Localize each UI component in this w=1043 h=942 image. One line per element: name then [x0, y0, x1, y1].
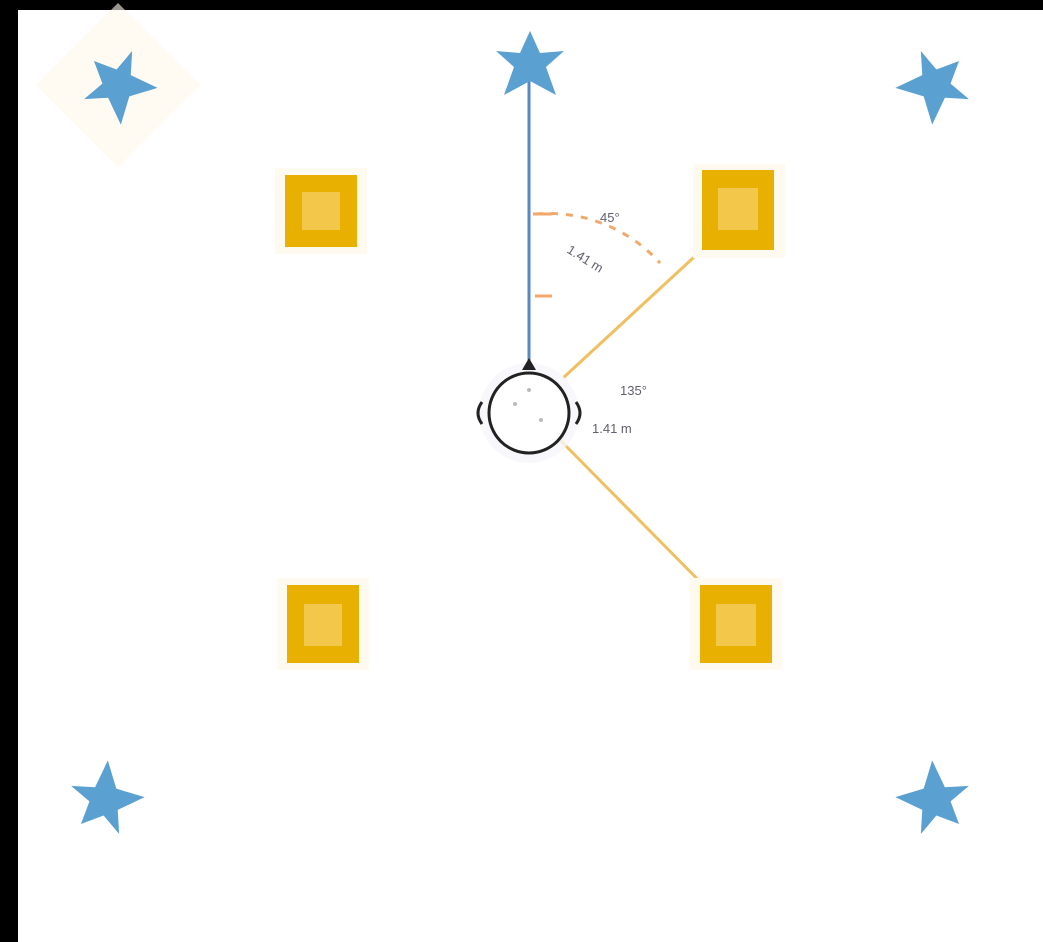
reflected-path-upper-right	[561, 233, 720, 380]
lower-distance-label: 1.41 m	[592, 421, 632, 436]
speaker-yellow-lower-right	[690, 578, 782, 670]
speaker-yellow-upper-right	[693, 164, 785, 258]
angle-arc	[535, 211, 662, 265]
speaker-yellow-lower-left	[277, 578, 369, 670]
speaker-yellow-upper-left	[275, 168, 367, 254]
head-listener-icon	[476, 358, 582, 463]
lower-angle-label: 135°	[620, 383, 647, 398]
upper-angle-label: 45°	[600, 210, 620, 225]
speaker-blue-top-left	[35, 2, 201, 168]
